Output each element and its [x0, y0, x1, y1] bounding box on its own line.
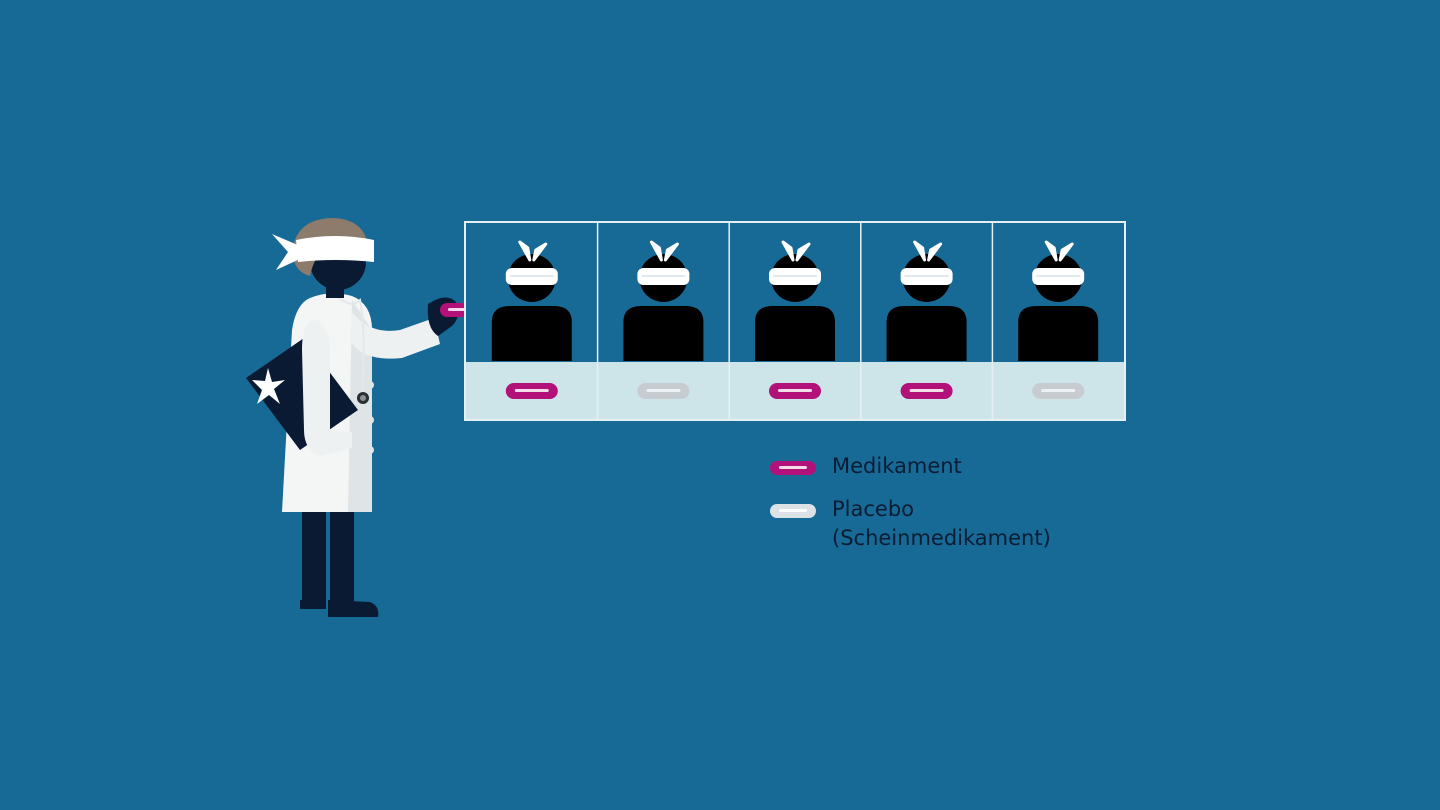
participant-cell — [991, 223, 1099, 419]
legend-item-placebo: Placebo (Scheinmedikament) — [770, 495, 1051, 553]
researcher-leg-left — [302, 505, 326, 605]
legend-item-medication: Medikament — [770, 452, 1051, 481]
medication-pill-icon — [770, 461, 816, 475]
participant-body — [1018, 306, 1099, 361]
participant-body — [623, 306, 704, 361]
legend-label-medication: Medikament — [832, 454, 962, 478]
placebo-pill-icon — [770, 504, 816, 518]
blindfold-knot — [649, 240, 679, 262]
researcher-leg-right — [330, 505, 354, 605]
legend-label-placebo-note: (Scheinmedikament) — [832, 526, 1051, 550]
legend: Medikament Placebo (Scheinmedikament) — [770, 452, 1051, 567]
participant-cell — [596, 223, 704, 419]
blindfold-knot — [518, 240, 548, 262]
blindfolded-researcher — [246, 218, 484, 617]
blindfold-knot — [781, 240, 811, 262]
participant-body — [886, 306, 967, 361]
researcher-shoe-left — [300, 600, 326, 609]
participant-cell — [728, 223, 835, 419]
participants-panel — [464, 221, 1126, 421]
blindfold-knot — [913, 240, 943, 262]
researcher-blindfold — [296, 236, 374, 262]
legend-label-placebo: Placebo — [832, 497, 915, 521]
blindfold-knot — [272, 234, 302, 270]
participant-body — [491, 306, 572, 361]
researcher-shoe-right — [328, 600, 379, 617]
stethoscope-icon — [333, 292, 365, 397]
participant-cell — [491, 240, 572, 399]
participant-cell — [860, 223, 967, 419]
star-icon — [252, 368, 285, 404]
researcher-arm — [350, 312, 440, 359]
participant-body — [755, 306, 835, 361]
blindfold-knot — [1044, 240, 1074, 262]
